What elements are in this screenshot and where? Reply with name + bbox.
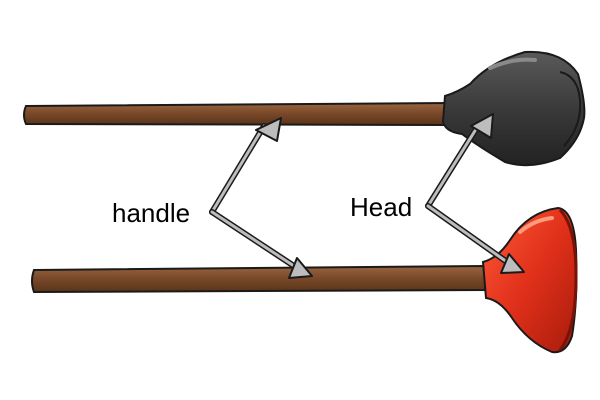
- red-plunger-rim: [558, 208, 578, 351]
- black-plunger: [23, 50, 586, 167]
- arrow-icon: [425, 203, 525, 274]
- black-plunger-rim: [559, 71, 582, 147]
- red-plunger: [31, 206, 578, 354]
- arrow-icon: [209, 209, 313, 279]
- red-plunger-highlight: [518, 216, 554, 234]
- arrow-icon: [209, 117, 282, 215]
- arrow-icon: [425, 113, 494, 209]
- red-plunger-handle: [31, 264, 486, 294]
- black-plunger-handle: [23, 101, 451, 127]
- label-head: Head: [350, 192, 412, 222]
- black-plunger-highlight: [488, 57, 537, 70]
- red-plunger-head-icon: [481, 206, 578, 354]
- arrows: [209, 113, 525, 279]
- label-handle: handle: [112, 198, 190, 228]
